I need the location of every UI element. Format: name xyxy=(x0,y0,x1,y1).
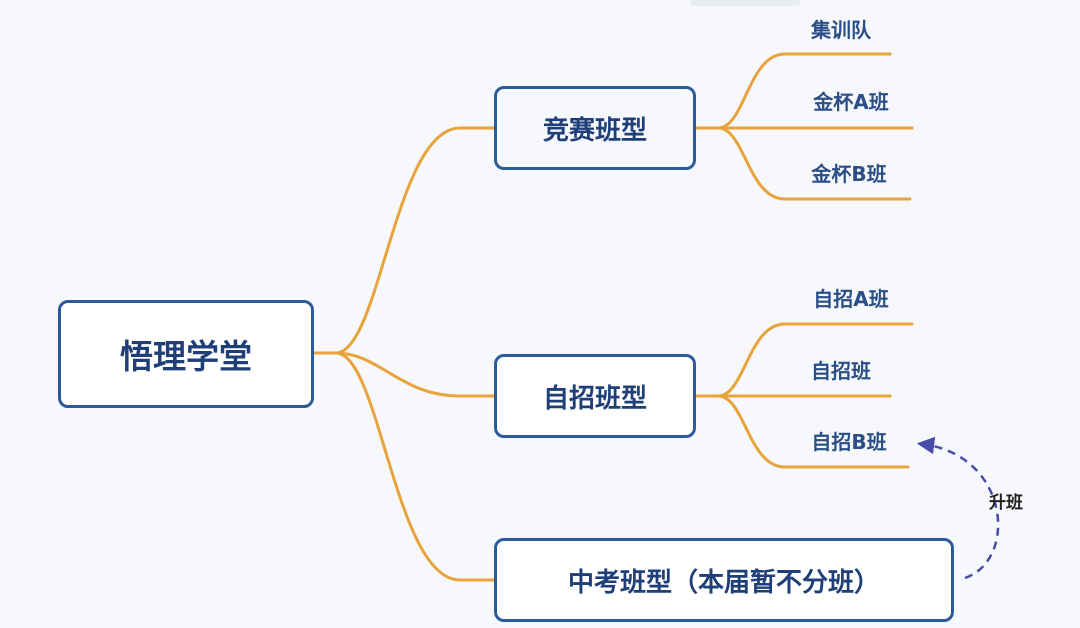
category-competition: 竞赛班型 xyxy=(494,86,696,170)
connector-to-leaf-zizhao-a xyxy=(716,322,914,398)
leaf-zizhao-b: 自招B班 xyxy=(811,430,887,454)
upgrade-label: 升班 xyxy=(989,493,1023,513)
leaf-zizhao-a: 自招A班 xyxy=(813,287,889,311)
leaf-jixundui: 集训队 xyxy=(811,18,871,42)
root-node: 悟理学堂 xyxy=(58,300,314,408)
connector-root-to-competition xyxy=(334,126,496,355)
connector-to-leaf-zizhao-b xyxy=(716,394,910,469)
connector-root-to-selfrecruit xyxy=(334,351,496,398)
leaf-zizhao: 自招班 xyxy=(811,359,871,383)
leaf-jinbei-b: 金杯B班 xyxy=(811,162,887,186)
leaf-jinbei-a: 金杯A班 xyxy=(813,90,889,114)
category-self-recruit: 自招班型 xyxy=(494,354,696,438)
upgrade-arrow xyxy=(916,436,1000,580)
connector-root-to-midexam xyxy=(334,351,496,582)
category-middle-exam: 中考班型（本届暂不分班） xyxy=(494,538,954,622)
connector-to-leaf-jixundui xyxy=(716,52,892,130)
top-divider xyxy=(690,0,800,6)
connector-to-leaf-jinbei-b xyxy=(716,126,912,201)
